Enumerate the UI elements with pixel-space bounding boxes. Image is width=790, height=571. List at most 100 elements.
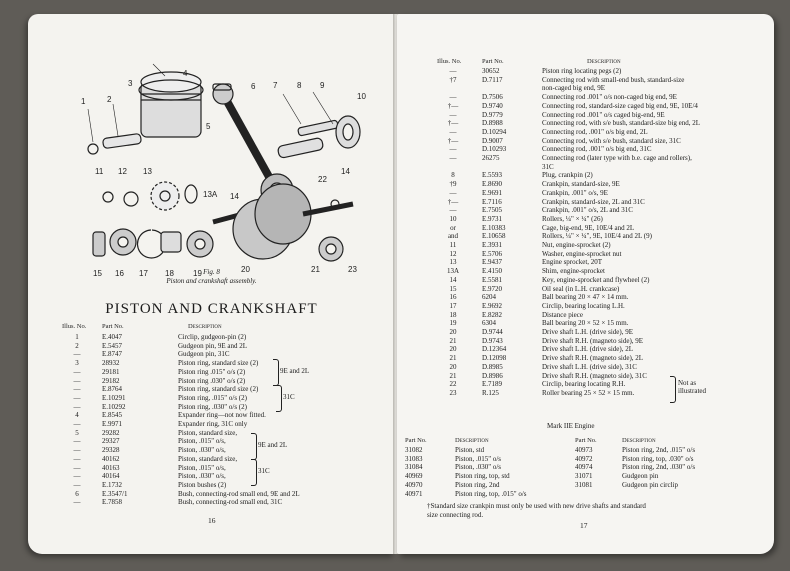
cell-part: D.10294 (482, 127, 507, 136)
cell-description: Connecting rod, with s/e bush, standard … (542, 136, 681, 145)
cell-part: E.9720 (482, 284, 503, 293)
cell-part: E.5593 (482, 171, 503, 180)
cell-description: Crankpin, .001" o/s, 2L and 31C (542, 206, 633, 215)
cell-description: Crankpin, standard-size, 2L and 31C (542, 197, 645, 206)
svg-text:21: 21 (311, 265, 320, 274)
mark-cell-description: Piston ring, top, .030" o/s (622, 454, 694, 463)
cell-illus: — (73, 446, 81, 455)
cell-part: 28932 (102, 359, 120, 368)
cell-description: Key, engine-sprocket and flywheel (2) (542, 275, 650, 284)
cell-description: Cage, big-end, 9E, 10E/4 and 2L (542, 223, 635, 232)
cell-description: Crankpin, .001" o/s, 9E (542, 188, 608, 197)
cell-description: Circlip, bearing locating R.H. (542, 380, 626, 389)
svg-text:13A: 13A (203, 190, 218, 199)
brace (251, 459, 257, 486)
mark-cell-description: Piston ring, top, std (455, 472, 510, 481)
cell-illus: †9 (449, 180, 457, 189)
cell-illus: — (449, 93, 457, 102)
cell-illus: 1 (75, 333, 79, 341)
cell-illus: — (449, 145, 457, 154)
brace (273, 359, 279, 386)
cell-description: Expander ring, 31C only (178, 420, 248, 428)
cell-part: E.10292 (102, 402, 126, 411)
cell-description: Drive shaft R.H. (magneto side), 2L (542, 354, 644, 363)
footnote-line: †Standard size crankpin must only be use… (427, 502, 646, 510)
cell-illus: †— (447, 136, 459, 145)
cell-description: Ball bearing 20 × 47 × 14 mm. (542, 293, 629, 302)
svg-text:19: 19 (193, 269, 202, 278)
cell-description: Distance piece (542, 310, 584, 319)
cell-illus: †— (447, 101, 459, 110)
cell-illus: 14 (449, 275, 457, 284)
cell-description: Piston ring, .030" o/s (2) (178, 402, 247, 411)
cell-description: Piston, .030" o/s, (178, 446, 226, 455)
brace-label: 31C (258, 467, 270, 475)
cell-illus: — (449, 188, 457, 197)
cell-illus: 21 (449, 371, 457, 380)
mark-header-part: Part No. (575, 437, 597, 444)
cell-illus: — (73, 463, 81, 472)
cell-description: Piston ring, .015" o/s (2) (178, 393, 247, 402)
cell-description: Connecting rod with small-end bush, stan… (542, 75, 685, 84)
cell-illus: — (449, 67, 457, 75)
cell-illus: †— (447, 119, 459, 128)
cell-part: R.125 (482, 388, 499, 397)
cell-part: D.8986 (482, 371, 503, 380)
cell-description: non-caged big end, 9E (542, 84, 605, 93)
cell-part: E.8764 (102, 385, 123, 394)
cell-part: E.4150 (482, 267, 503, 276)
cell-part: E.5581 (482, 275, 503, 284)
figure-caption: Piston and crankshaft assembly. (166, 277, 257, 285)
cell-part: D.10293 (482, 145, 507, 154)
mark-cell-description: Piston ring, 2nd, .015" o/s (622, 446, 696, 454)
cell-part: 6304 (482, 319, 496, 328)
cell-part: D.12098 (482, 354, 507, 363)
cell-description: Circlip, bearing locating L.H. (542, 301, 625, 310)
svg-text:22: 22 (318, 175, 327, 184)
cell-illus: — (73, 498, 81, 507)
cell-description: Gudgeon pin, 31C (178, 350, 230, 359)
cell-description: Piston, standard size, (178, 428, 238, 437)
cell-illus: 6 (75, 489, 79, 498)
cell-description: Piston ring, standard size (2) (178, 359, 259, 368)
cell-description: Drive shaft L.H. (drive side), 31C (542, 362, 637, 371)
section-title: PISTON AND CRANKSHAFT (105, 301, 318, 317)
cell-part: E.9731 (482, 214, 503, 223)
mark-cell-description: Piston, .015" o/s (455, 454, 502, 463)
svg-text:2: 2 (107, 95, 112, 104)
cell-description: Drive shaft R.H. (magneto side), 9E (542, 336, 644, 345)
cell-illus: — (73, 350, 81, 359)
cell-part: D.7117 (482, 75, 503, 84)
svg-text:23: 23 (348, 265, 357, 274)
cell-illus: 4 (75, 411, 79, 420)
header-illus: Illus. No. (437, 58, 462, 65)
brace-label: 9E and 2L (258, 441, 288, 449)
cell-description: Connecting rod, standard-size caged big … (542, 101, 698, 110)
svg-text:14: 14 (230, 192, 239, 201)
cell-part: E.1732 (102, 480, 123, 489)
cell-description: Engine sprocket, 20T (542, 258, 603, 267)
cell-illus: 11 (449, 241, 457, 249)
cell-illus: 20 (449, 362, 457, 371)
mark-header-desc: Description (622, 437, 656, 444)
cell-illus: 15 (449, 284, 457, 293)
brace (276, 385, 282, 412)
mark-cell-part: 31071 (575, 472, 593, 481)
header-part: Part No. (102, 323, 124, 330)
cell-part: 26275 (482, 154, 500, 162)
cell-description: Gudgeon pin, 9E and 2L (178, 341, 248, 350)
cell-illus: 19 (449, 319, 457, 328)
cell-part: 40163 (102, 463, 120, 472)
svg-text:12: 12 (118, 167, 127, 176)
cell-description: Rollers, ¼" × ¼", 9E, 10E/4 and 2L (9) (542, 232, 652, 241)
svg-text:6: 6 (251, 82, 256, 91)
svg-text:14: 14 (341, 167, 350, 176)
svg-text:16: 16 (115, 269, 124, 278)
svg-text:7: 7 (273, 81, 278, 90)
cell-part: 29328 (102, 446, 120, 455)
cell-part: E.10383 (482, 223, 506, 232)
cell-part: D.9007 (482, 136, 503, 145)
cell-part: 6204 (482, 293, 496, 302)
